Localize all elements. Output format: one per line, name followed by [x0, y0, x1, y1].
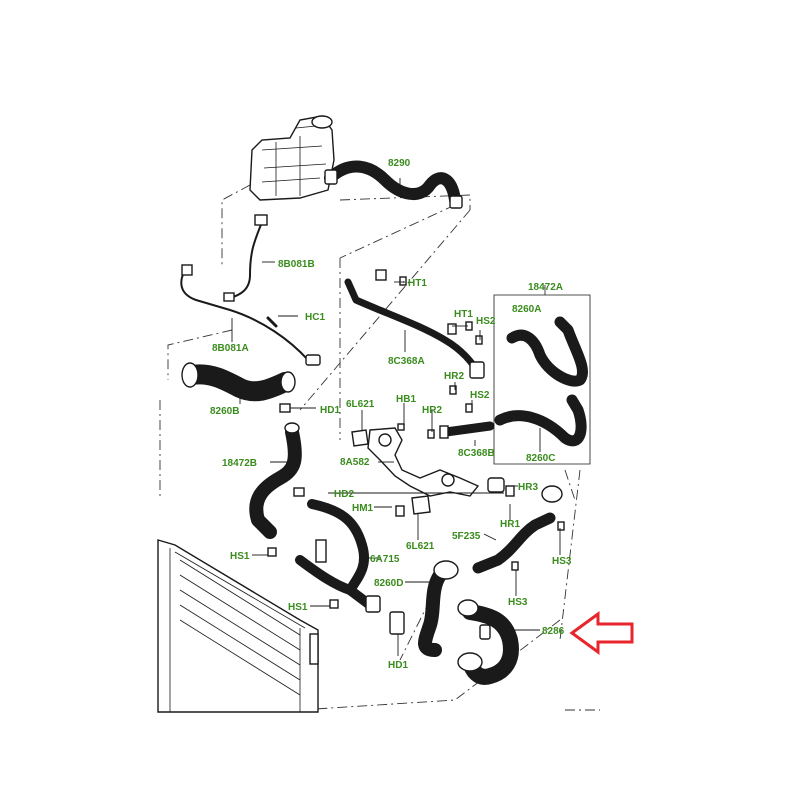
label-HS2-lower: HS2	[470, 390, 490, 401]
label-HB1: HB1	[396, 394, 416, 405]
label-8C368B: 8C368B	[458, 448, 495, 459]
label-6A715: 6A715	[370, 554, 400, 565]
label-HT1-lower: HT1	[454, 309, 473, 320]
label-HS1-upper: HS1	[230, 551, 250, 562]
pipe-6A715	[295, 499, 405, 635]
label-HD1-upper: HD1	[320, 405, 340, 416]
label-8260C: 8260C	[526, 453, 555, 464]
label-8260A: 8260A	[512, 304, 541, 315]
label-HD2: HD2	[334, 489, 354, 500]
hose-8286	[457, 599, 519, 685]
label-HT1-upper: HT1	[408, 278, 427, 289]
hose-8290	[324, 160, 463, 209]
label-HS2-upper: HS2	[476, 316, 496, 327]
pipe-8C368A	[344, 269, 485, 379]
label-HC1: HC1	[305, 312, 325, 323]
part-labels: 8290 8B081B 8B081A HC1 HT1 HT1 HS2 18472…	[210, 158, 572, 671]
wiring-harness	[180, 214, 321, 366]
label-HR1: HR1	[500, 519, 520, 530]
label-HR3: HR3	[518, 482, 538, 493]
reference-lines	[159, 184, 600, 711]
housing-8A582	[351, 427, 505, 515]
label-8B081A: 8B081A	[212, 343, 249, 354]
label-8290: 8290	[388, 158, 411, 169]
group-18472A	[493, 285, 591, 465]
leader-lines	[231, 178, 561, 656]
label-8286: 8286	[542, 626, 565, 637]
label-8260D: 8260D	[374, 578, 403, 589]
radiator	[157, 539, 319, 713]
label-8C368A: 8C368A	[388, 356, 425, 367]
hose-5F235	[472, 485, 563, 574]
label-6L621-upper: 6L621	[346, 399, 375, 410]
label-18472B: 18472B	[222, 458, 257, 469]
red-arrow-indicator	[569, 611, 634, 655]
label-8260B: 8260B	[210, 406, 239, 417]
label-HR2-lower: HR2	[422, 405, 442, 416]
label-HS1-lower: HS1	[288, 602, 308, 613]
label-6L621-lower: 6L621	[406, 541, 435, 552]
label-HR2-upper: HR2	[444, 371, 464, 382]
label-HM1: HM1	[352, 503, 374, 514]
pipe-8C368B	[439, 421, 495, 439]
hose-18472B	[249, 422, 302, 539]
label-8A582: 8A582	[340, 457, 370, 468]
label-HS3-right: HS3	[552, 556, 572, 567]
label-8B081B: 8B081B	[278, 259, 315, 270]
hose-8260B	[181, 362, 296, 402]
label-HD1-lower: HD1	[388, 660, 408, 671]
expansion-tank	[249, 115, 335, 201]
label-18472A: 18472A	[528, 282, 563, 293]
label-5F235: 5F235	[452, 531, 481, 542]
fittings	[267, 276, 565, 609]
hose-8260D	[418, 560, 459, 657]
label-HS3-lower: HS3	[508, 597, 528, 608]
